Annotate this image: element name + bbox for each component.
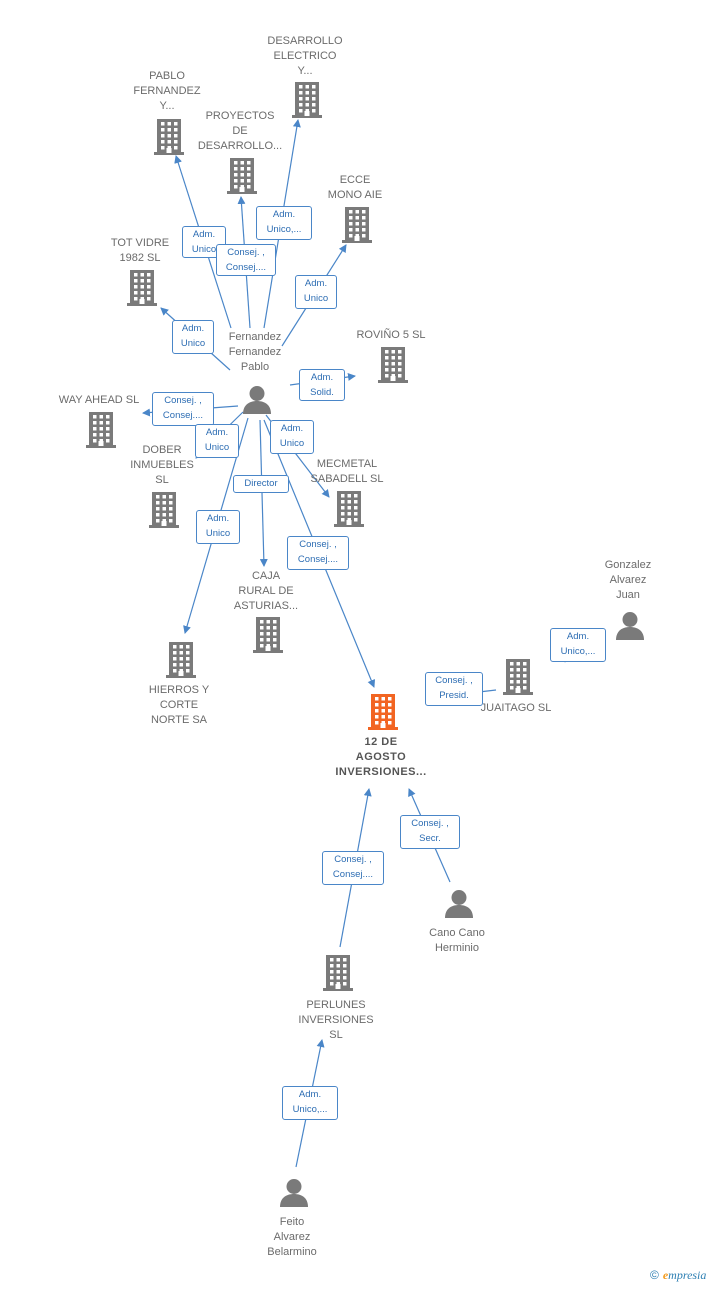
relation-tag-r12[interactable]: Consej. , Consej....	[287, 536, 349, 570]
building-icon[interactable]	[342, 207, 372, 248]
relation-tag-r13[interactable]: Adm. Unico,...	[550, 628, 606, 662]
node-label-mecmetal[interactable]: MECMETAL SABADELL SL	[310, 458, 384, 485]
relation-tag-r10[interactable]: Director	[233, 475, 289, 493]
person-icon[interactable]	[279, 1179, 309, 1212]
building-icon[interactable]	[154, 119, 184, 160]
relation-tag-r2[interactable]: Consej. , Consej....	[216, 244, 276, 276]
building-icon[interactable]	[503, 659, 533, 700]
relation-tag-r17[interactable]: Adm. Unico,...	[282, 1086, 338, 1120]
relation-tag-r6[interactable]: Adm. Solid.	[299, 369, 345, 401]
building-icon[interactable]	[253, 617, 283, 658]
person-icon[interactable]	[615, 612, 645, 645]
relation-tag-r8[interactable]: Adm. Unico	[195, 424, 239, 458]
building-icon[interactable]	[127, 270, 157, 311]
node-label-wayahead[interactable]: WAY AHEAD SL	[58, 394, 140, 406]
node-label-pablo_fy[interactable]: PABLO FERNANDEZ Y...	[133, 70, 201, 112]
person-icon[interactable]	[444, 890, 474, 923]
empresia-logo: ©empresia	[650, 1268, 707, 1282]
relation-tag-r4[interactable]: Adm. Unico	[172, 320, 214, 354]
building-icon[interactable]	[166, 642, 196, 683]
relation-tag-r3[interactable]: Adm. Unico,...	[256, 206, 312, 240]
building-icon[interactable]	[149, 492, 179, 533]
node-label-totvidre[interactable]: TOT VIDRE 1982 SL	[110, 237, 170, 264]
node-label-gonzalez[interactable]: Gonzalez Alvarez Juan	[604, 559, 652, 601]
relation-tag-r14[interactable]: Consej. , Presid.	[425, 672, 483, 706]
edge-r10	[259, 419, 268, 567]
relation-tag-r11[interactable]: Adm. Unico	[196, 510, 240, 544]
building-icon[interactable]	[292, 82, 322, 123]
node-label-dober[interactable]: DOBER INMUEBLES SL	[130, 444, 194, 486]
node-label-feito[interactable]: Feito Alvarez Belarmino	[267, 1216, 317, 1258]
node-label-main[interactable]: 12 DE AGOSTO INVERSIONES...	[335, 736, 427, 778]
node-label-fernandez[interactable]: Fernandez Fernandez Pablo	[228, 331, 282, 373]
building-icon[interactable]	[323, 955, 353, 996]
building-icon[interactable]	[334, 491, 364, 532]
node-label-hierros[interactable]: HIERROS Y CORTE NORTE SA	[148, 684, 210, 726]
node-label-proyectos[interactable]: PROYECTOS DE DESARROLLO...	[197, 110, 283, 152]
main-company-building-icon[interactable]	[368, 694, 398, 735]
relation-tag-r16[interactable]: Consej. , Consej....	[322, 851, 384, 885]
building-icon[interactable]	[378, 347, 408, 388]
node-label-rovino[interactable]: ROVIÑO 5 SL	[356, 329, 426, 341]
node-label-caja[interactable]: CAJA RURAL DE ASTURIAS...	[233, 570, 299, 612]
node-label-ecce[interactable]: ECCE MONO AIE	[327, 174, 383, 201]
node-label-cano[interactable]: Cano Cano Herminio	[429, 927, 485, 954]
node-label-perlunes[interactable]: PERLUNES INVERSIONES SL	[298, 999, 374, 1041]
relation-tag-r9[interactable]: Adm. Unico	[270, 420, 314, 454]
node-label-desarrollo[interactable]: DESARROLLO ELECTRICO Y...	[267, 35, 343, 77]
building-icon[interactable]	[86, 412, 116, 453]
node-label-juaitago[interactable]: JUAITAGO SL	[480, 702, 552, 714]
person-icon[interactable]	[242, 386, 272, 419]
relation-tag-r7[interactable]: Consej. , Consej....	[152, 392, 214, 426]
relation-tag-r15[interactable]: Consej. , Secr.	[400, 815, 460, 849]
building-icon[interactable]	[227, 158, 257, 199]
relation-tag-r5[interactable]: Adm. Unico	[295, 275, 337, 309]
